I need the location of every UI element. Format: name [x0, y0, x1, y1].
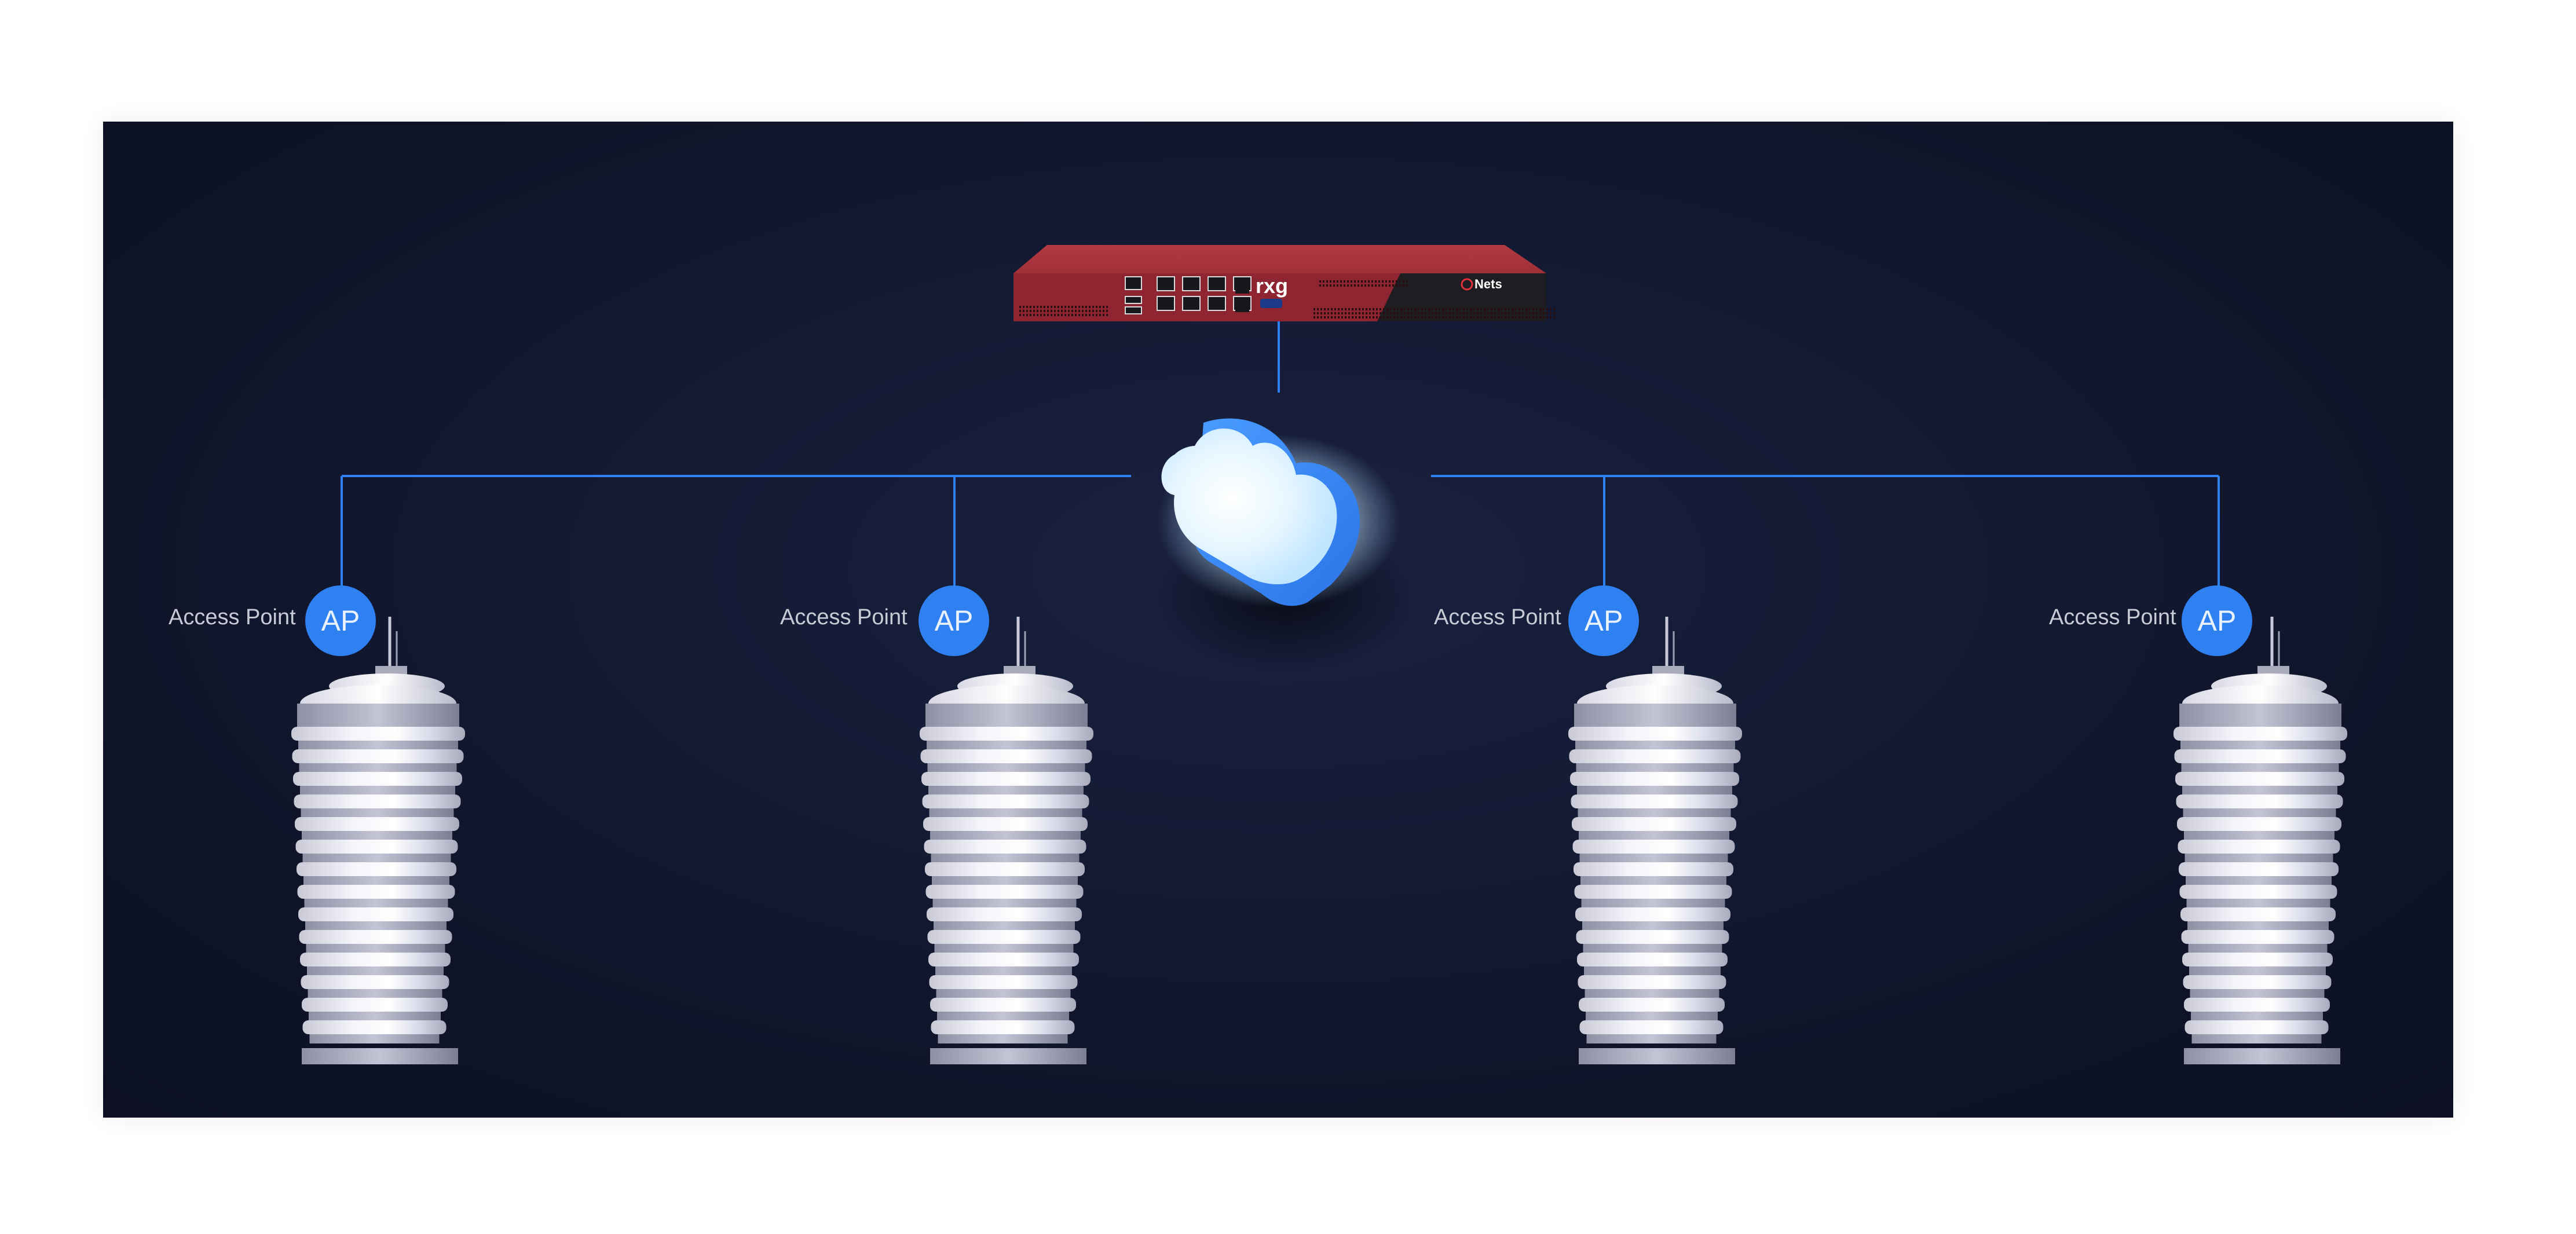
router-vents: [1019, 280, 1555, 318]
access-point-label: Access Point: [1434, 605, 1561, 629]
connector-lines: [341, 307, 2220, 588]
buildings: [291, 617, 2347, 1064]
ap-badge-icon: AP: [1568, 585, 1639, 656]
building-icon: [291, 617, 465, 1064]
ap-badge-icon: AP: [919, 585, 989, 656]
ethernet-port-icon: [1208, 296, 1226, 311]
usb-port-icon: [1125, 296, 1142, 304]
router-brand-logo: Nets: [1474, 277, 1502, 291]
ap-badge-icon: AP: [2182, 585, 2252, 656]
access-point-label: Access Point: [780, 605, 908, 629]
vga-port-icon: [1260, 299, 1282, 308]
access-point-label: Access Point: [169, 605, 296, 629]
sfp-port-icon: [1235, 280, 1249, 294]
diagram-canvas: rxg Nets: [291, 245, 2347, 1064]
ethernet-port-icon: [1182, 296, 1201, 311]
ap-badge-icon: AP: [305, 585, 376, 656]
ethernet-port-icon: [1208, 276, 1226, 291]
building-icon: [920, 617, 1093, 1064]
router-ports: [1125, 276, 1282, 314]
network-diagram: rxg Nets Access Point AP Access Point AP…: [103, 122, 2453, 1118]
ethernet-port-icon: [1157, 276, 1175, 291]
sfp-port-icon: [1235, 298, 1249, 312]
router-model-logo: rxg: [1256, 274, 1288, 298]
access-point-label: Access Point: [2049, 605, 2176, 629]
building-icon: [2174, 617, 2347, 1064]
ethernet-port-icon: [1182, 276, 1201, 291]
ethernet-port-icon: [1157, 296, 1175, 311]
cloud-icon: [1151, 418, 1418, 672]
router-device: rxg Nets: [1013, 245, 1555, 321]
router-brand-mark: [1461, 278, 1473, 291]
building-icon: [1568, 617, 1742, 1064]
usb-port-icon: [1125, 306, 1142, 314]
ethernet-port-icon: [1125, 276, 1142, 290]
